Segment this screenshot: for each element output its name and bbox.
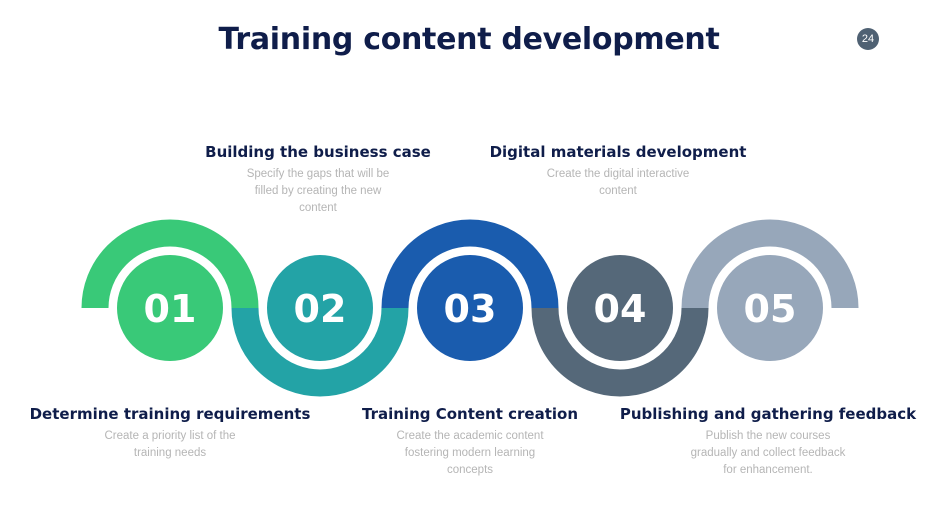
step-1-description: Create a priority list of the training n… (104, 430, 236, 459)
step-5-number: 05 (744, 287, 797, 331)
step-3-title: Training Content creation (362, 405, 578, 423)
step-5-description: Publish the new courses gradually and co… (690, 430, 846, 476)
step-2-title: Building the business case (205, 143, 431, 161)
page-title: Training content development (218, 22, 720, 57)
step-2-description: Specify the gaps that will be filled by … (246, 168, 390, 214)
step-5-title: Publishing and gathering feedback (619, 405, 917, 423)
step-3-description: Create the academic content fostering mo… (396, 430, 544, 476)
step-4-title: Digital materials development (489, 143, 747, 161)
step-1-title: Determine training requirements (29, 405, 311, 423)
step-1-arc (81, 219, 259, 309)
step-4-arc (531, 307, 709, 397)
step-5-circle-fill (717, 255, 823, 361)
step-1-circle-fill (117, 255, 223, 361)
page-number-badge: 24 (857, 28, 879, 50)
step-2-circle-fill (267, 255, 373, 361)
step-2-number: 02 (294, 287, 347, 331)
step-4-description: Create the digital interactive content (546, 168, 690, 197)
step-3-arc (381, 219, 559, 309)
step-2-arc (231, 307, 409, 397)
step-5-arc (681, 219, 859, 309)
step-3-circle-fill (417, 255, 523, 361)
step-1-number: 01 (144, 287, 197, 331)
step-4-number: 04 (594, 287, 647, 331)
step-4-circle-fill (567, 255, 673, 361)
step-3-number: 03 (444, 287, 497, 331)
